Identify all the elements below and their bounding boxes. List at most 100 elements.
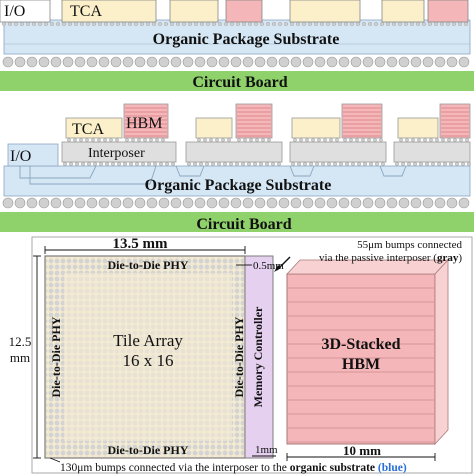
- micro-bump: [290, 22, 294, 26]
- c4-bump: [218, 197, 230, 209]
- c4-bump: [194, 56, 206, 68]
- micro-bump: [441, 138, 445, 142]
- micro-bump: [218, 22, 222, 26]
- mid-interposer-3: [289, 141, 387, 163]
- micro-bump: [137, 138, 141, 142]
- micro-bump: [314, 22, 318, 26]
- micro-bump: [152, 22, 156, 26]
- micro-bump: [343, 138, 347, 142]
- micro-bump: [203, 138, 207, 142]
- c4-bump: [62, 197, 74, 209]
- micro-bump: [455, 162, 459, 166]
- top-microbumps: [2, 22, 468, 26]
- micro-bump: [197, 138, 201, 142]
- c4-bump: [326, 197, 338, 209]
- micro-bump: [395, 162, 399, 166]
- c4-bump: [362, 56, 374, 68]
- micro-bump: [368, 22, 372, 26]
- ten-mm-label: 10 mm: [343, 443, 381, 458]
- micro-bump: [104, 22, 108, 26]
- micro-bump: [115, 138, 119, 142]
- d2d-left-label: Die-to-Die PHY: [49, 316, 63, 397]
- micro-bump: [410, 22, 414, 26]
- micro-bump: [105, 162, 109, 166]
- c4-bump: [38, 197, 50, 209]
- hbm-block-label-2: HBM: [342, 356, 380, 373]
- micro-bump: [380, 22, 384, 26]
- middle-package-cross-section: TCA HBM I/O Interposer Organic Package S…: [0, 103, 474, 233]
- micro-bump: [417, 138, 421, 142]
- micro-bump: [429, 138, 433, 142]
- micro-bump: [332, 22, 336, 26]
- mid-hbm-stack-2: [235, 103, 273, 139]
- top-io-label: I/O: [4, 3, 25, 20]
- c4-bump: [86, 56, 98, 68]
- c4-bump: [218, 56, 230, 68]
- micro-bump: [419, 162, 423, 166]
- c4-bump: [458, 56, 470, 68]
- top-tca-chip-1: [61, 0, 157, 23]
- mid-board-label: Circuit Board: [196, 216, 291, 233]
- micro-bump: [159, 162, 163, 166]
- micro-bump: [134, 22, 138, 26]
- micro-bump: [182, 22, 186, 26]
- micro-bump: [297, 162, 301, 166]
- micro-bump: [211, 162, 215, 166]
- c4-bump: [146, 56, 158, 68]
- micro-bump: [74, 22, 78, 26]
- micro-bump: [164, 22, 168, 26]
- micro-bump: [399, 138, 403, 142]
- c4-bump: [50, 56, 62, 68]
- micro-bump: [56, 22, 60, 26]
- top-board-label: Circuit Board: [192, 74, 287, 91]
- micro-bump: [237, 138, 241, 142]
- micro-bump: [261, 138, 265, 142]
- micro-bump: [141, 162, 145, 166]
- micro-bump: [188, 22, 192, 26]
- d2d-right-label: Die-to-Die PHY: [232, 316, 246, 397]
- c4-bump: [110, 197, 122, 209]
- c4-bump: [14, 197, 26, 209]
- micro-bump: [122, 22, 126, 26]
- c4-bump: [134, 56, 146, 68]
- c4-bump: [134, 197, 146, 209]
- note-top-line2: via the passive interposer (gray): [319, 252, 462, 264]
- c4-bump: [194, 197, 206, 209]
- micro-bump: [311, 138, 315, 142]
- micro-bump: [2, 22, 6, 26]
- micro-bump: [206, 22, 210, 26]
- micro-bump: [356, 22, 360, 26]
- floorplan-frame: [31, 236, 473, 474]
- micro-bump: [375, 162, 379, 166]
- micro-bump: [193, 162, 197, 166]
- micro-bump: [435, 138, 439, 142]
- micro-bump: [143, 138, 147, 142]
- c4-bump: [182, 56, 194, 68]
- micro-bump: [128, 22, 132, 26]
- c4-bump: [386, 56, 398, 68]
- micro-bump: [453, 138, 457, 142]
- width-dimension: 13.5 mm: [113, 236, 168, 252]
- micro-bump: [357, 162, 361, 166]
- micro-bump: [265, 162, 269, 166]
- micro-bump: [255, 138, 259, 142]
- micro-bump: [187, 162, 191, 166]
- top-substrate-label: Organic Package Substrate: [153, 31, 340, 48]
- c4-bump: [434, 56, 446, 68]
- tile-array-label-1: Tile Array: [113, 331, 183, 350]
- micro-bump: [170, 22, 174, 26]
- micro-bump: [217, 162, 221, 166]
- memory-controller-label: Memory Controller: [251, 306, 265, 407]
- top-hbm-chip-1: [225, 0, 263, 23]
- pointer-arrowhead: [274, 265, 281, 272]
- c4-bump: [26, 56, 38, 68]
- micro-bump: [165, 162, 169, 166]
- c4-bump: [206, 56, 218, 68]
- c4-bump: [158, 197, 170, 209]
- c4-bump: [158, 56, 170, 68]
- micro-bump: [73, 138, 77, 142]
- micro-bump: [259, 162, 263, 166]
- micro-bump: [229, 162, 233, 166]
- micro-bump: [109, 138, 113, 142]
- micro-bump: [103, 138, 107, 142]
